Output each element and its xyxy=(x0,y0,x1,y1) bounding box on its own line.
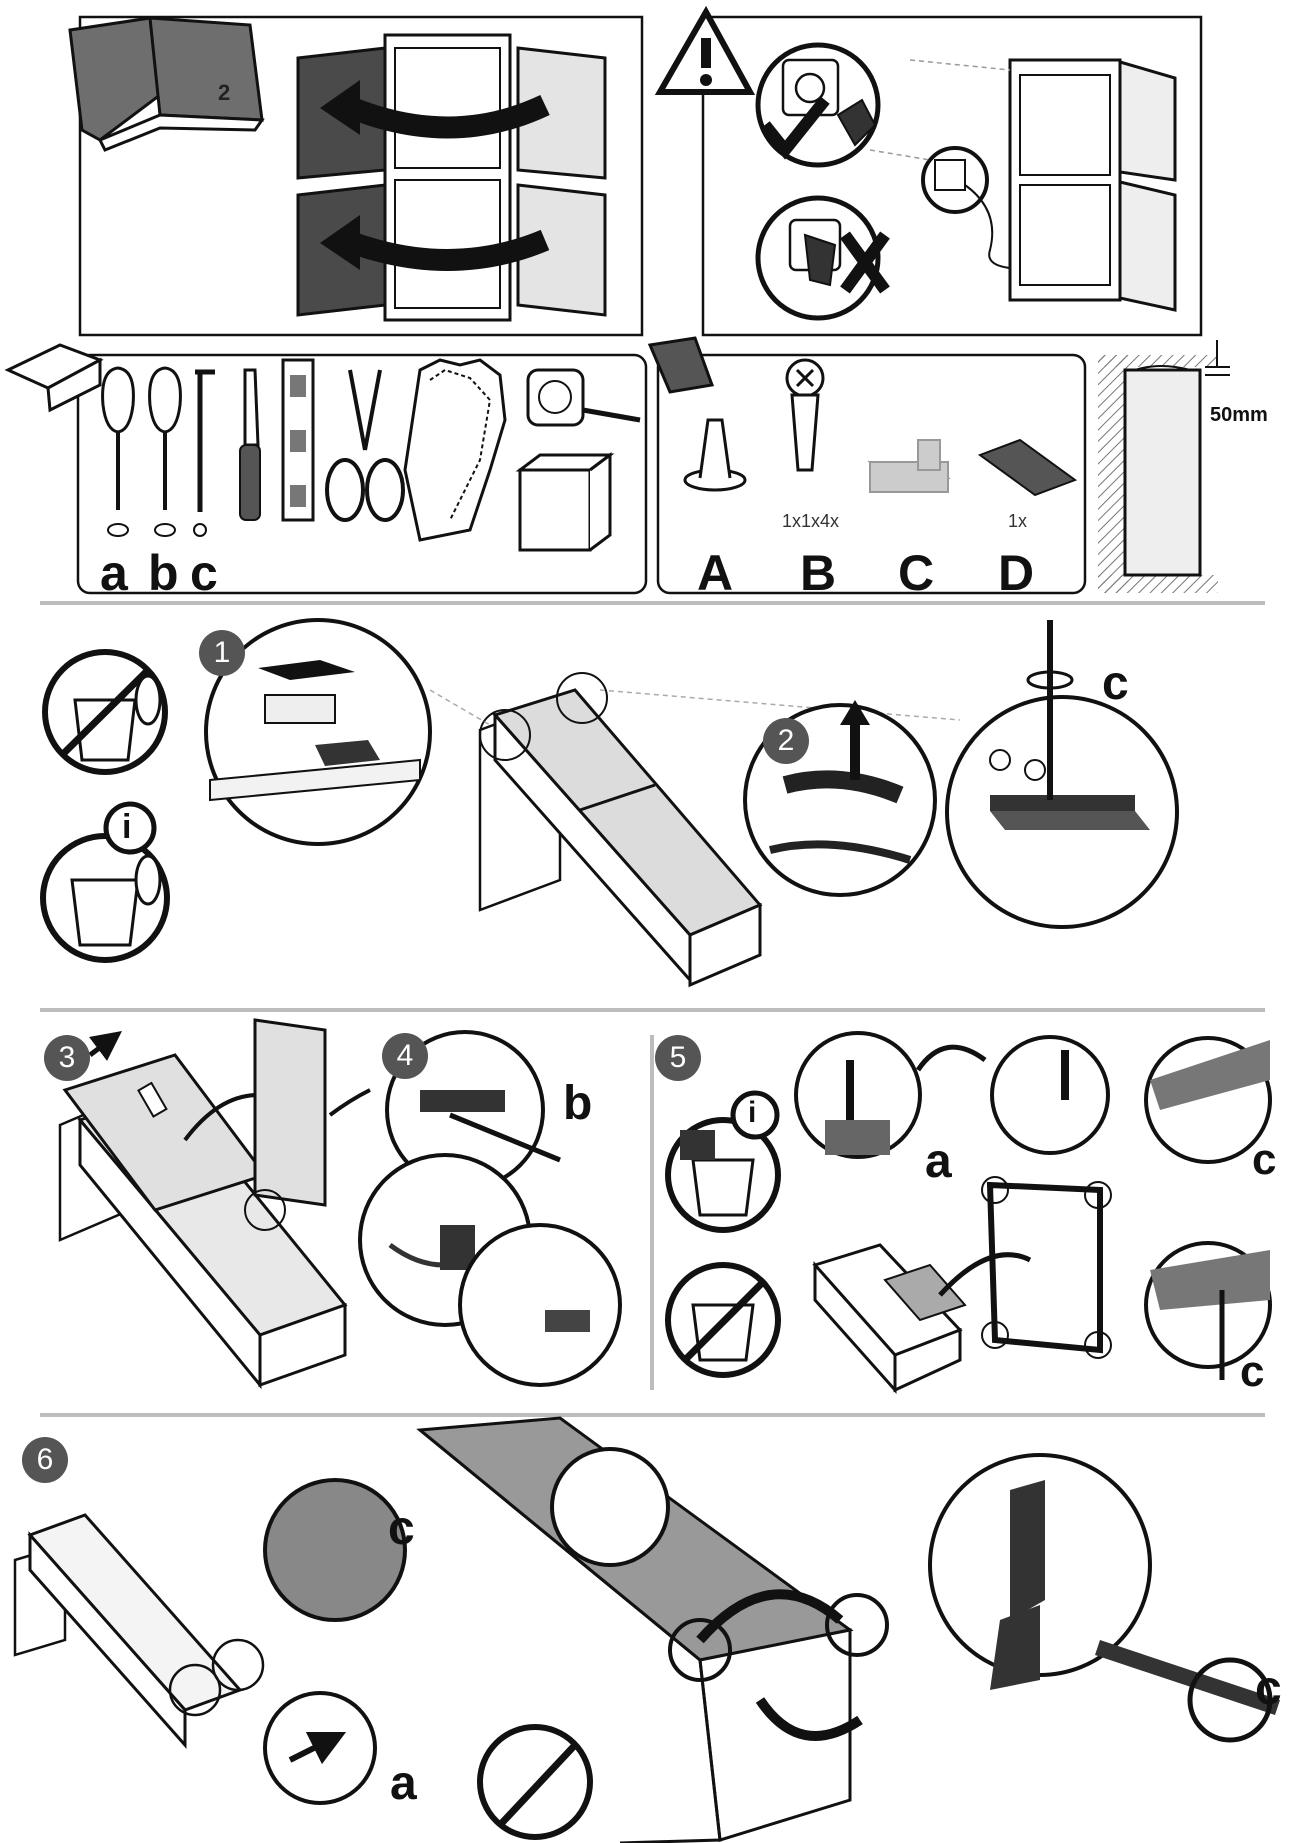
tool-letter-b: b xyxy=(148,545,179,601)
step-2-badge: 2 xyxy=(763,718,809,764)
warning-icon xyxy=(654,5,756,95)
step6-hinge-detail xyxy=(928,1453,1280,1743)
step4-tool-b: b xyxy=(563,1077,593,1130)
hex-key-icon xyxy=(193,369,215,537)
socket-wrong-icon xyxy=(755,195,890,321)
parts-bag-icon xyxy=(647,336,715,394)
info-symbol: i xyxy=(122,808,132,846)
step-1-badge: 1 xyxy=(199,630,245,676)
tools-panel xyxy=(4,343,648,595)
fridge-open-icon xyxy=(869,58,1177,312)
step5-tool-a: a xyxy=(925,1135,952,1188)
part-letter-a: A xyxy=(697,545,734,601)
step5-tool-c-2: c xyxy=(1240,1347,1265,1396)
screwdriver-flat-icon xyxy=(101,366,135,537)
step5-no-trash-icon xyxy=(665,1262,781,1378)
step5-fridge-and-door xyxy=(812,1176,1112,1394)
step2-hinge-circle xyxy=(945,620,1179,929)
step4-detail-circles xyxy=(328,1030,622,1387)
wall-socket-icon xyxy=(921,146,1011,269)
fridge-lying-step3 xyxy=(58,1018,348,1390)
no-trash-icon xyxy=(42,649,168,775)
step6-fridge-main xyxy=(416,1416,889,1843)
info-recycle-icon xyxy=(40,801,170,963)
electrical-warning-panel xyxy=(654,5,1203,337)
clearance-label: 50mm xyxy=(1210,404,1268,426)
scissors-icon xyxy=(325,369,405,522)
step-5-badge: 5 xyxy=(655,1035,701,1081)
part-b-quantity: 1x1x4x xyxy=(782,511,840,531)
step5-detail-circles xyxy=(794,1031,1272,1380)
step5-tool-c-1: c xyxy=(1252,1135,1277,1184)
box-icon xyxy=(515,452,615,552)
part-letter-c: C xyxy=(898,545,935,601)
manual-page-number: 2 xyxy=(218,80,231,105)
socket-correct-icon xyxy=(755,42,881,168)
part-b-screw-icon xyxy=(785,358,825,472)
part-d-quantity: 1x xyxy=(1008,511,1028,531)
spirit-level-icon xyxy=(281,358,315,522)
manual-book-icon xyxy=(68,16,265,152)
step6-tool-a: a xyxy=(390,1757,417,1810)
step6-tool-c-2: c xyxy=(1255,1662,1282,1715)
step6-tool-c-1: c xyxy=(388,1502,415,1555)
fridge-lying-step1 xyxy=(429,672,961,988)
tool-letter-a: a xyxy=(100,545,128,601)
knife-icon xyxy=(239,368,261,521)
clearance-panel xyxy=(1098,340,1230,593)
fridge-front-icon xyxy=(296,33,607,322)
step-6-badge: 6 xyxy=(22,1437,68,1483)
step2-tool-c: c xyxy=(1102,657,1129,710)
step6-fridge-left xyxy=(13,1478,407,1805)
toolbox-icon xyxy=(4,343,104,413)
step-4-badge: 4 xyxy=(382,1033,428,1079)
step-3-badge: 3 xyxy=(44,1035,90,1081)
door-reversal-panel xyxy=(68,15,644,337)
step1-detail-circle xyxy=(204,618,432,846)
gloves-icon xyxy=(403,358,507,542)
part-c-bracket-icon xyxy=(867,439,951,493)
step5-info-symbol: i xyxy=(748,1096,757,1129)
screwdriver-cross-icon xyxy=(148,366,182,537)
step5-info-recycle-icon xyxy=(665,1090,781,1233)
part-letter-b: B xyxy=(800,545,837,601)
tool-letter-c: c xyxy=(190,545,218,601)
tape-measure-icon xyxy=(526,368,641,427)
part-letter-d: D xyxy=(998,545,1035,601)
parts-panel xyxy=(647,336,1087,595)
part-a-plug-icon xyxy=(683,418,747,492)
part-d-pad-icon xyxy=(977,438,1078,497)
